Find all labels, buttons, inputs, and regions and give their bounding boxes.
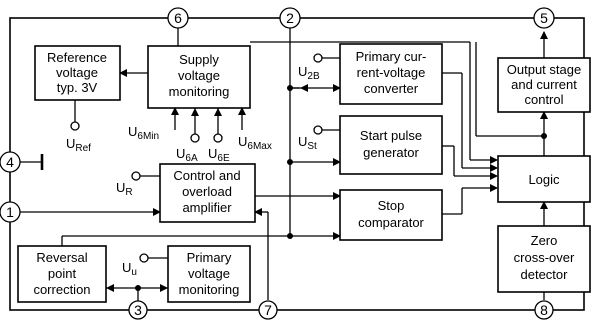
- label-ur: UR: [116, 180, 133, 198]
- block-label-line: amplifier: [182, 200, 232, 215]
- block-control-overload-amplifier: Control and overload amplifier: [159, 163, 256, 223]
- block-label-line: Stop: [378, 198, 405, 213]
- block-zero-crossover-detector: Zero cross-over detector: [497, 225, 591, 293]
- block-label-line: rent-voltage: [357, 65, 426, 80]
- block-supply-voltage-monitoring: Supply voltage monitoring: [147, 45, 251, 109]
- block-label-line: voltage: [188, 266, 230, 281]
- pin-5: 5: [533, 7, 555, 29]
- block-label-line: voltage: [56, 65, 98, 80]
- block-primary-current-voltage-converter: Primary cur- rent-voltage converter: [339, 43, 443, 105]
- block-label-line: Primary cur-: [356, 49, 427, 64]
- block-label-line: cross-over: [514, 250, 575, 265]
- block-label-line: generator: [363, 145, 419, 160]
- block-output-stage: Output stage and current control: [497, 57, 591, 113]
- junction-dots: [135, 85, 547, 291]
- pin-number: 1: [6, 204, 14, 220]
- arrowheads: [106, 84, 308, 292]
- input-terminals: [70, 53, 323, 263]
- pin-number: 2: [286, 10, 294, 26]
- block-label-line: Reversal: [36, 250, 87, 265]
- block-label-line: monitoring: [169, 84, 230, 99]
- label-u2b: U2B: [298, 64, 320, 82]
- block-reference-voltage: Reference voltage typ. 3V: [34, 45, 121, 101]
- pin-number: 4: [6, 154, 14, 170]
- pin-number: 6: [174, 10, 182, 26]
- block-primary-voltage-monitoring: Primary voltage monitoring: [167, 245, 251, 303]
- label-u6max: U6Max: [238, 134, 272, 152]
- block-label-line: typ. 3V: [57, 80, 98, 95]
- label-u6min: U6Min: [128, 124, 159, 142]
- block-stop-comparator: Stop comparator: [339, 189, 443, 241]
- signal-labels: U2B URef U6Min U6A U6E U6Max USt UR Uu: [66, 64, 320, 278]
- pin-2: 2: [279, 7, 301, 29]
- block-label-line: voltage: [178, 68, 220, 83]
- pin-number: 8: [540, 302, 548, 318]
- label-uu: Uu: [122, 260, 137, 278]
- block-label-line: and current: [511, 77, 577, 92]
- block-label-line: monitoring: [179, 282, 240, 297]
- block-label-line: Control and: [173, 168, 240, 183]
- block-label-line: correction: [33, 282, 90, 297]
- label-u6e: U6E: [208, 146, 230, 164]
- block-label-line: converter: [364, 81, 419, 96]
- pin-number: 3: [134, 302, 142, 318]
- block-label-line: Start pulse: [360, 128, 422, 143]
- pin-8: 8: [534, 300, 554, 320]
- block-label-line: Zero: [531, 233, 558, 248]
- block-label-line: detector: [521, 267, 569, 282]
- pin-7: 7: [258, 300, 278, 320]
- pin-number: 5: [540, 10, 548, 26]
- wiring: [16, 28, 548, 304]
- block-label-line: Primary: [187, 250, 232, 265]
- pin-3: 3: [128, 300, 148, 320]
- block-label-line: Supply: [179, 52, 219, 67]
- block-label-line: Reference: [47, 50, 107, 65]
- block-start-pulse-generator: Start pulse generator: [339, 115, 443, 175]
- block-logic: Logic: [497, 155, 591, 203]
- block-label-line: overload: [182, 184, 232, 199]
- pin-4: 4: [0, 151, 21, 173]
- label-ust: USt: [298, 134, 317, 152]
- block-label-line: control: [524, 92, 563, 107]
- block-label-line: Logic: [528, 172, 560, 187]
- block-label-line: Output stage: [507, 62, 581, 77]
- pin-6: 6: [167, 7, 189, 29]
- block-reversal-point-correction: Reversal point correction: [17, 245, 107, 303]
- pin-number: 7: [264, 302, 272, 318]
- label-uref: URef: [66, 136, 91, 154]
- label-u6a: U6A: [176, 146, 198, 164]
- block-label-line: comparator: [358, 215, 424, 230]
- pin-1: 1: [0, 201, 21, 223]
- block-label-line: point: [48, 266, 77, 281]
